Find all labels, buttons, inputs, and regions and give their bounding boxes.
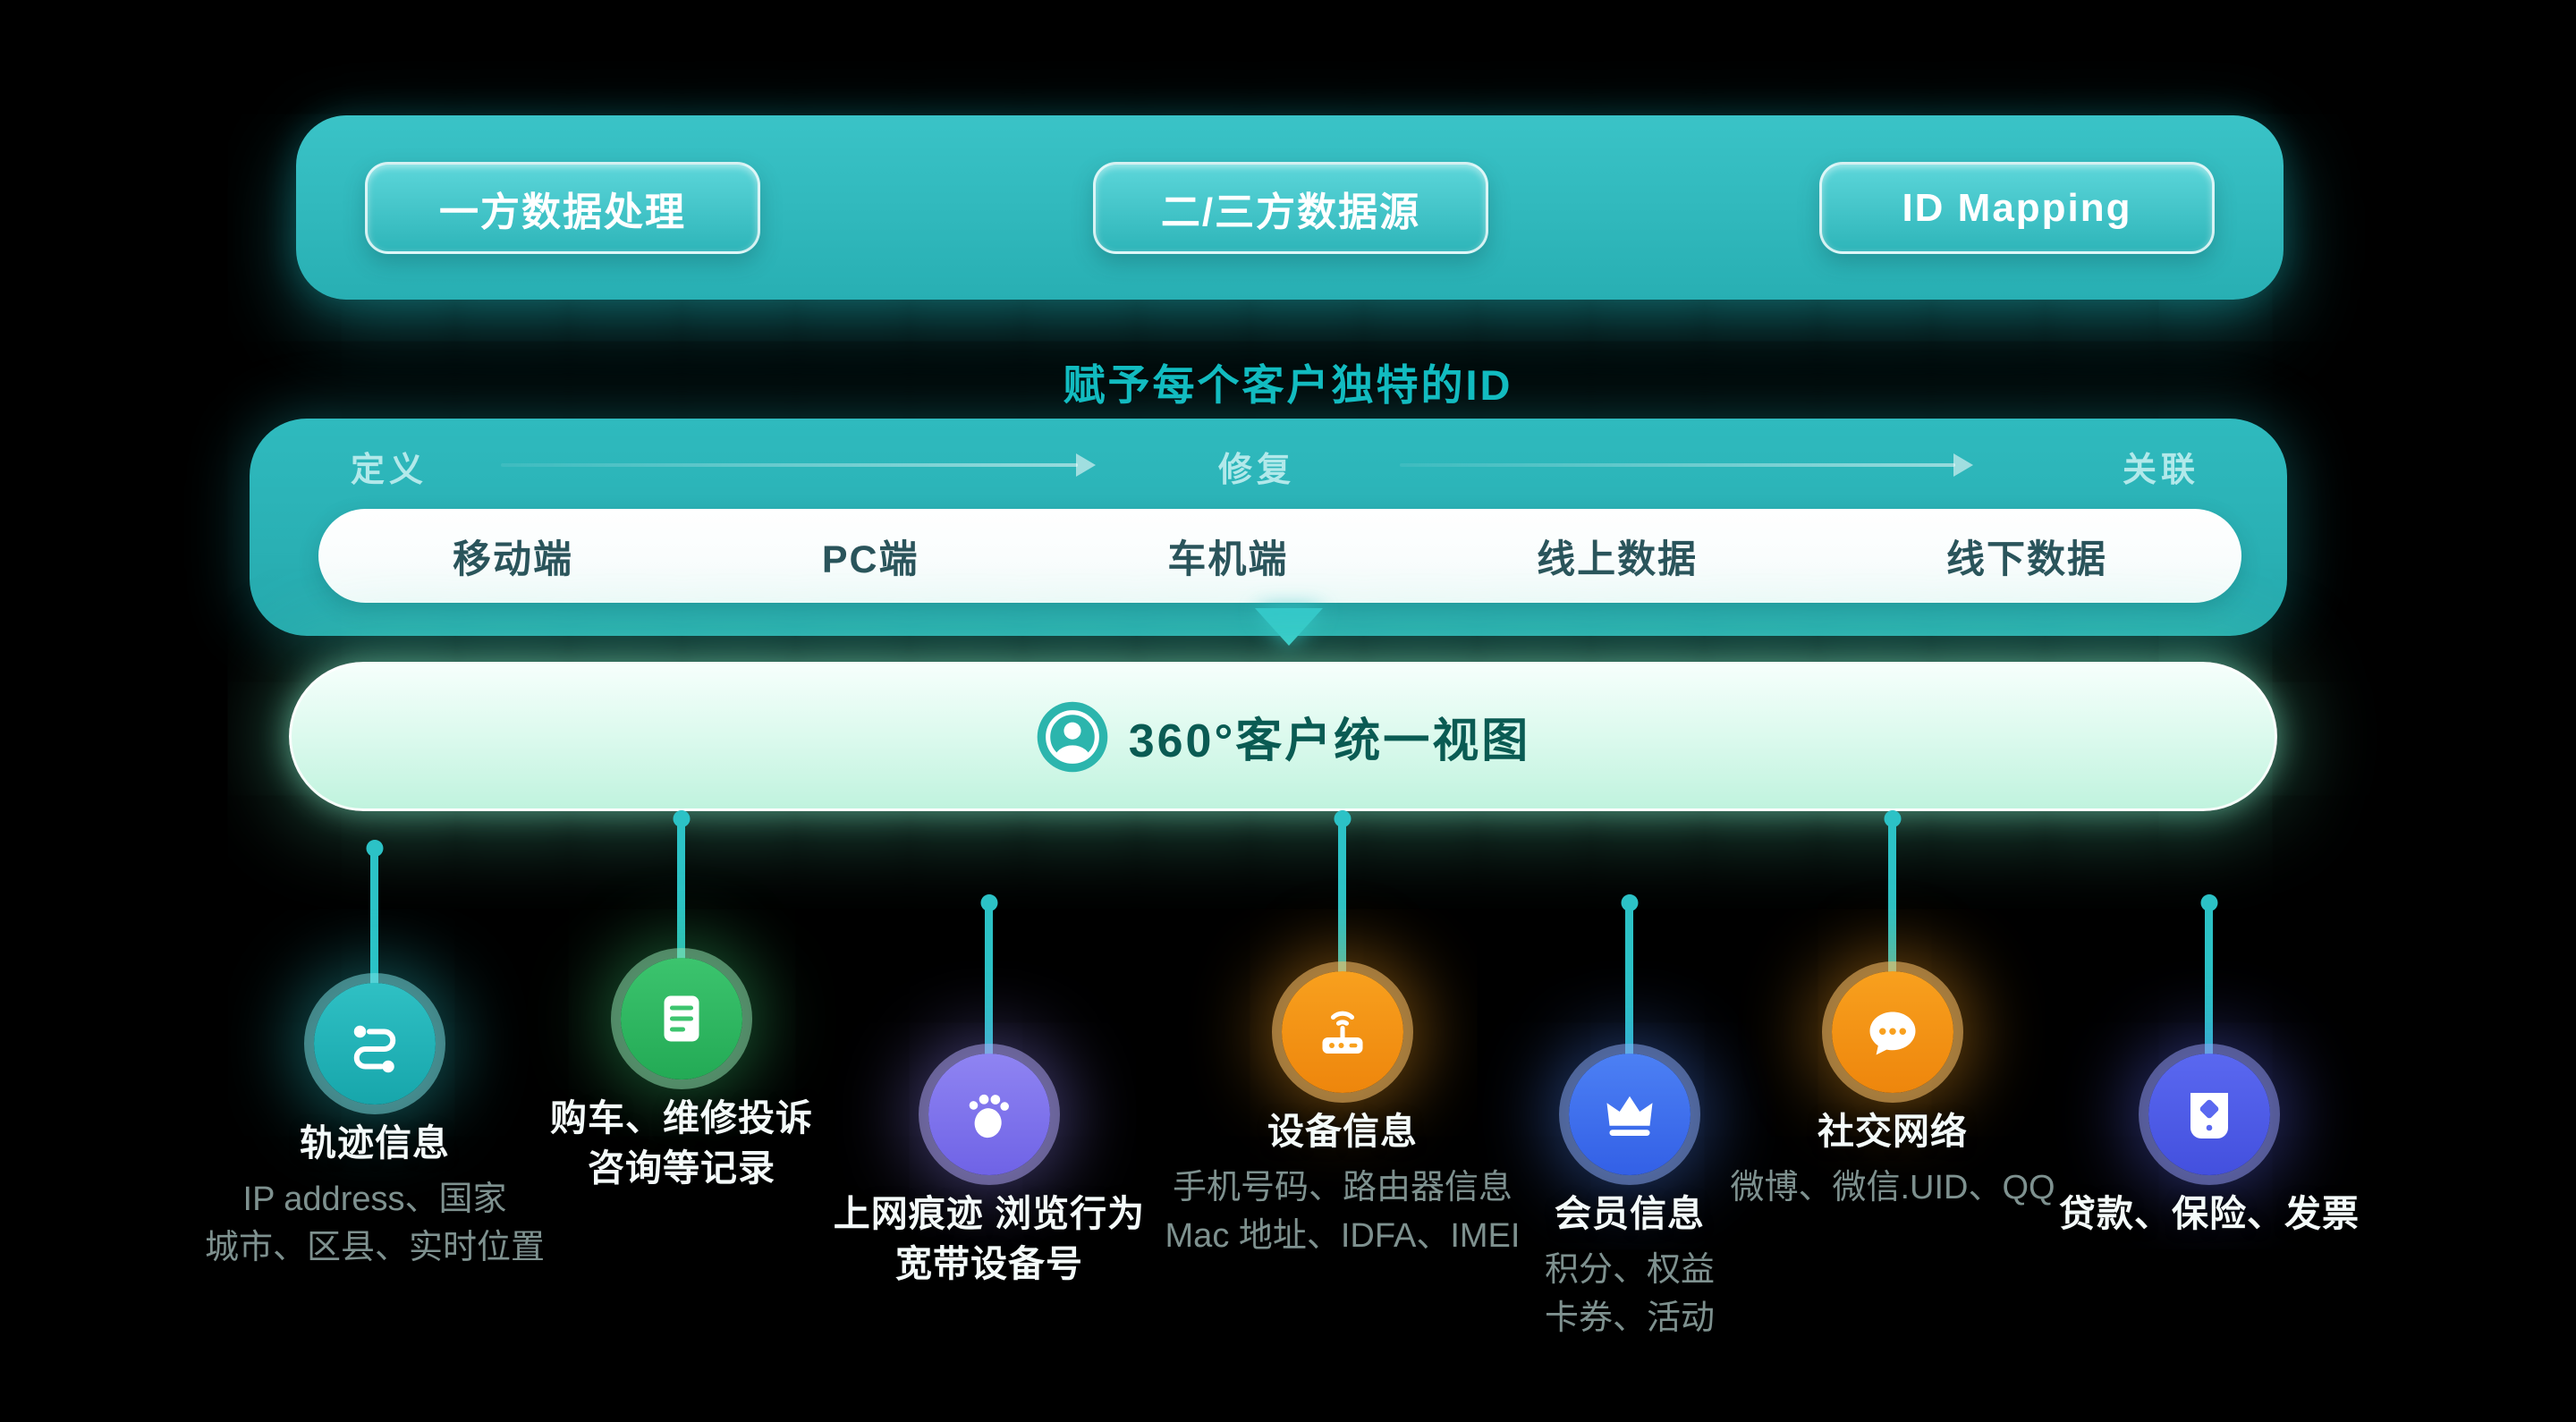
source-bubble bbox=[1569, 1054, 1690, 1175]
second-third-party-data-button[interactable]: 二/三方数据源 bbox=[1093, 162, 1488, 254]
source-bubble bbox=[1832, 971, 1953, 1093]
source-bubble bbox=[314, 983, 436, 1105]
source-title: 贷款、保险、发票 bbox=[2059, 1193, 2360, 1234]
down-arrow-icon bbox=[1255, 608, 1323, 646]
person-icon bbox=[1037, 701, 1108, 772]
crown-icon bbox=[1606, 1096, 1653, 1136]
source-title: 轨迹信息 bbox=[300, 1122, 450, 1164]
data-source-trajectory: 轨迹信息 IP address、国家 城市、区县、实时位置 bbox=[142, 983, 607, 1273]
source-detail: 卡券、活动 bbox=[1544, 1299, 1715, 1337]
source-title: 社交网络 bbox=[1818, 1111, 1968, 1152]
connector-line bbox=[677, 816, 685, 966]
channels-bar: 移动端 PC端 车机端 线上数据 线下数据 bbox=[318, 509, 2241, 603]
stage-arrow-icon bbox=[1400, 463, 1955, 467]
connector-line bbox=[1888, 816, 1896, 978]
data-source-purchase-records: 购车、维修投诉 咨询等记录 bbox=[449, 958, 914, 1194]
stage-label-associate: 关联 bbox=[2122, 452, 2200, 489]
source-detail: 城市、区县、实时位置 bbox=[204, 1228, 545, 1266]
id-mapping-button[interactable]: ID Mapping bbox=[1819, 162, 2215, 254]
stage-label-define: 定义 bbox=[350, 452, 428, 489]
source-bubble bbox=[2148, 1054, 2270, 1175]
source-detail: 微博、微信.UID、QQ bbox=[1730, 1168, 2055, 1206]
chat-icon bbox=[1869, 1011, 1916, 1055]
connector-line bbox=[1338, 816, 1346, 978]
channel-car: 车机端 bbox=[1167, 537, 1289, 581]
source-detail: 积分、权益 bbox=[1544, 1250, 1715, 1289]
channel-online: 线上数据 bbox=[1537, 537, 1699, 581]
source-bubble bbox=[621, 958, 742, 1079]
headline: 赋予每个客户独特的ID bbox=[1063, 361, 1513, 409]
stage-label-repair: 修复 bbox=[1217, 452, 1296, 489]
channel-pc: PC端 bbox=[821, 537, 919, 581]
source-title: 会员信息 bbox=[1555, 1193, 1705, 1234]
document-icon bbox=[664, 995, 699, 1042]
source-detail: 手机号码、路由器信息 bbox=[1172, 1168, 1513, 1206]
channel-offline: 线下数据 bbox=[1945, 537, 2107, 581]
source-detail: Mac 地址、IDFA、IMEI bbox=[1165, 1216, 1521, 1255]
route-icon bbox=[353, 1025, 396, 1073]
source-detail: IP address、国家 bbox=[242, 1180, 507, 1218]
unified-view-label: 360°客户统一视图 bbox=[1128, 715, 1531, 767]
source-title: 上网痕迹 浏览行为 bbox=[833, 1193, 1146, 1234]
footprint-icon bbox=[969, 1094, 1009, 1138]
source-bubble bbox=[928, 1054, 1050, 1175]
data-source-device-info: 设备信息 手机号码、路由器信息 Mac 地址、IDFA、IMEI bbox=[1110, 971, 1575, 1261]
connector-line bbox=[1625, 900, 1633, 1061]
connector-line bbox=[370, 845, 378, 990]
stage-arrow-icon bbox=[501, 463, 1078, 467]
source-title: 购车、维修投诉 bbox=[550, 1097, 813, 1138]
invoice-icon bbox=[2190, 1093, 2228, 1138]
source-title: 宽带设备号 bbox=[895, 1242, 1083, 1284]
first-party-data-button[interactable]: 一方数据处理 bbox=[365, 162, 760, 254]
connector-line bbox=[2205, 900, 2213, 1061]
channel-mobile: 移动端 bbox=[453, 537, 573, 581]
source-bubble bbox=[1282, 971, 1403, 1093]
data-source-finance: 贷款、保险、发票 bbox=[1977, 1054, 2442, 1240]
connector-line bbox=[985, 900, 993, 1061]
router-icon bbox=[1322, 1011, 1363, 1054]
data-source-browsing: 上网痕迹 浏览行为 宽带设备号 bbox=[757, 1054, 1222, 1290]
id-pipeline-panel: 定义 修复 关联 移动端 PC端 车机端 线上数据 线下数据 bbox=[250, 419, 2287, 646]
data-layers-bar: 一方数据处理 二/三方数据源 ID Mapping bbox=[296, 115, 2284, 300]
unified-view-bar: 360°客户统一视图 bbox=[289, 662, 2277, 811]
data-source-social: 社交网络 微博、微信.UID、QQ bbox=[1660, 971, 2125, 1213]
source-title: 设备信息 bbox=[1267, 1111, 1418, 1152]
source-title: 咨询等记录 bbox=[588, 1147, 775, 1189]
data-source-membership: 会员信息 积分、权益 卡券、活动 bbox=[1397, 1054, 1862, 1343]
